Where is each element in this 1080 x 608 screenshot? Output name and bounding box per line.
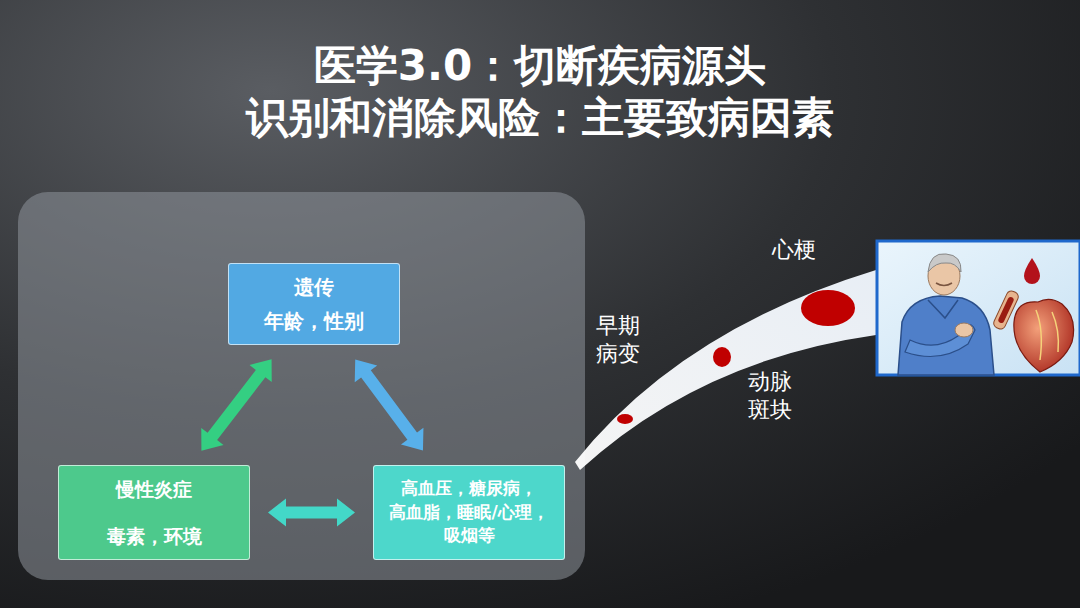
- factor-box: 高血压，糖尿病， 高血脂，睡眠/心理， 吸烟等: [373, 465, 565, 560]
- stage-label: 早期 病变: [596, 312, 647, 367]
- factor-box: 慢性炎症毒素，环境: [58, 465, 250, 560]
- plaque-dot: [713, 347, 731, 367]
- heart-attack-illustration: [877, 241, 1080, 375]
- double-arrow: [201, 359, 271, 450]
- slide-title: 医学3.0：切断疾病源头 识别和消除风险：主要致病因素: [200, 40, 880, 144]
- double-arrow: [355, 359, 424, 450]
- stage-label: 心梗: [772, 236, 823, 264]
- box-heading: 慢性炎症: [116, 476, 192, 503]
- box-body: 年龄，性别: [264, 307, 364, 335]
- progression-band: [575, 270, 876, 470]
- box-heading: 遗传: [294, 273, 334, 301]
- group-panel: [18, 192, 585, 580]
- stage-label: 动脉 斑块: [748, 368, 799, 423]
- factor-box: 遗传年龄，性别: [228, 263, 400, 345]
- box-body: 毒素，环境: [107, 523, 202, 550]
- lesion-dot: [617, 414, 633, 424]
- double-arrow: [268, 499, 355, 527]
- box-heading: 高血压，糖尿病， 高血脂，睡眠/心理， 吸烟等: [380, 477, 558, 548]
- infarct-dot: [801, 290, 855, 326]
